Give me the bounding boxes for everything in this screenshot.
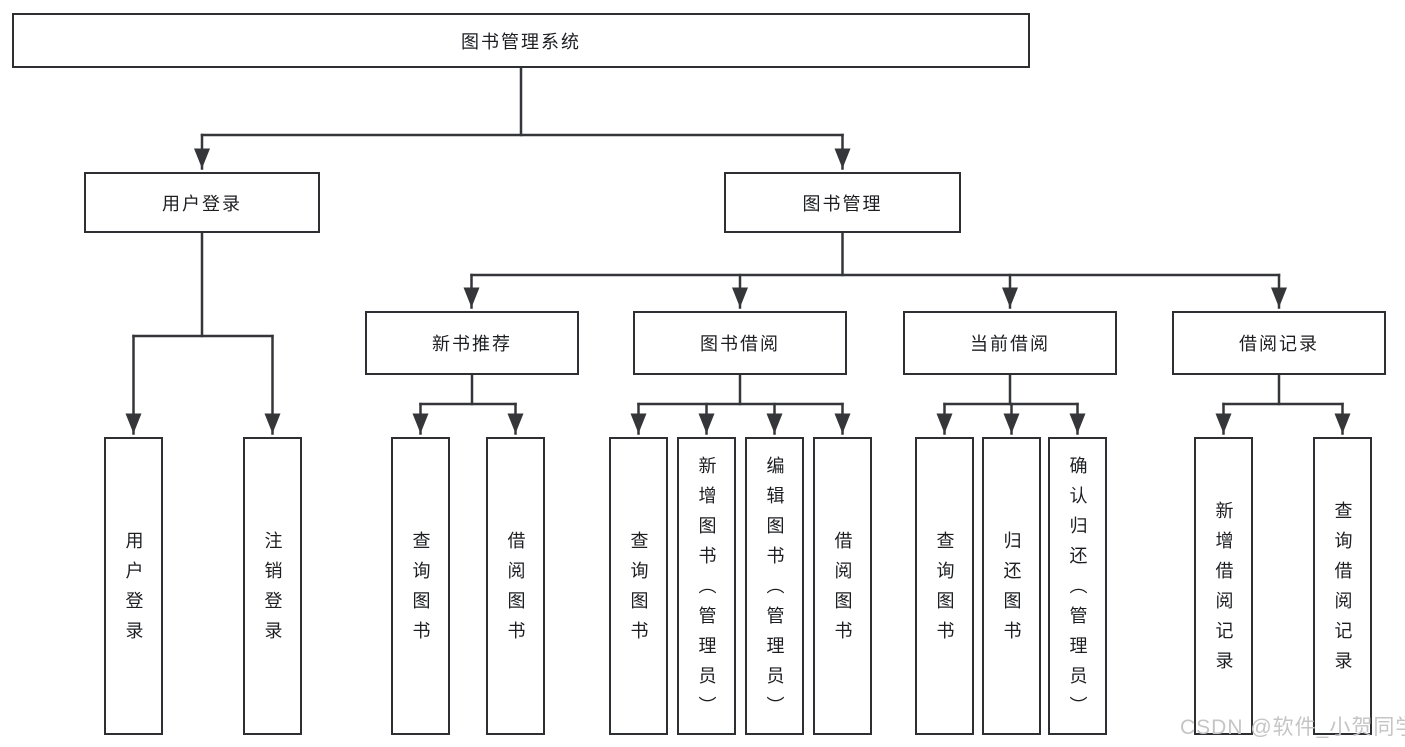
connector-new-book-children (412, 373, 524, 435)
connector-root-to-level2 (194, 66, 851, 170)
node-new-book-recommend: 新书推荐 (365, 311, 579, 375)
leaf-record-query-borrow-record: 查询借阅记录 (1313, 437, 1372, 735)
node-user-login: 用户登录 (84, 172, 320, 233)
node-root-library-system: 图书管理系统 (12, 13, 1030, 68)
connector-user-login-children (125, 231, 281, 435)
node-book-management: 图书管理 (724, 172, 961, 233)
leaf-current-confirm-return-admin: 确认归还（管理员） (1048, 437, 1107, 735)
leaf-borrow-query-book: 查询图书 (609, 437, 668, 735)
leaf-current-query-book: 查询图书 (915, 437, 974, 735)
leaf-newbook-query-book: 查询图书 (391, 437, 450, 735)
node-borrow-record: 借阅记录 (1172, 311, 1386, 375)
connector-current-borrow-children (936, 373, 1086, 435)
connector-book-borrow-children (630, 373, 851, 435)
leaf-current-return-book: 归还图书 (982, 437, 1041, 735)
leaf-record-add-borrow-record: 新增借阅记录 (1194, 437, 1253, 735)
leaf-borrow-add-book-admin: 新增图书（管理员） (677, 437, 736, 735)
leaf-borrow-borrow-book: 借阅图书 (813, 437, 872, 735)
leaf-logout: 注销登录 (243, 437, 302, 735)
connector-book-management-children (463, 231, 1287, 309)
leaf-newbook-borrow-book: 借阅图书 (486, 437, 545, 735)
csdn-watermark: CSDN @软件_小贺同学 (1180, 716, 1405, 739)
node-book-borrow: 图书借阅 (633, 311, 847, 375)
connector-borrow-record-children (1215, 373, 1351, 435)
node-current-borrow: 当前借阅 (903, 311, 1117, 375)
leaf-borrow-edit-book-admin: 编辑图书（管理员） (745, 437, 804, 735)
leaf-user-login: 用户登录 (104, 437, 163, 735)
